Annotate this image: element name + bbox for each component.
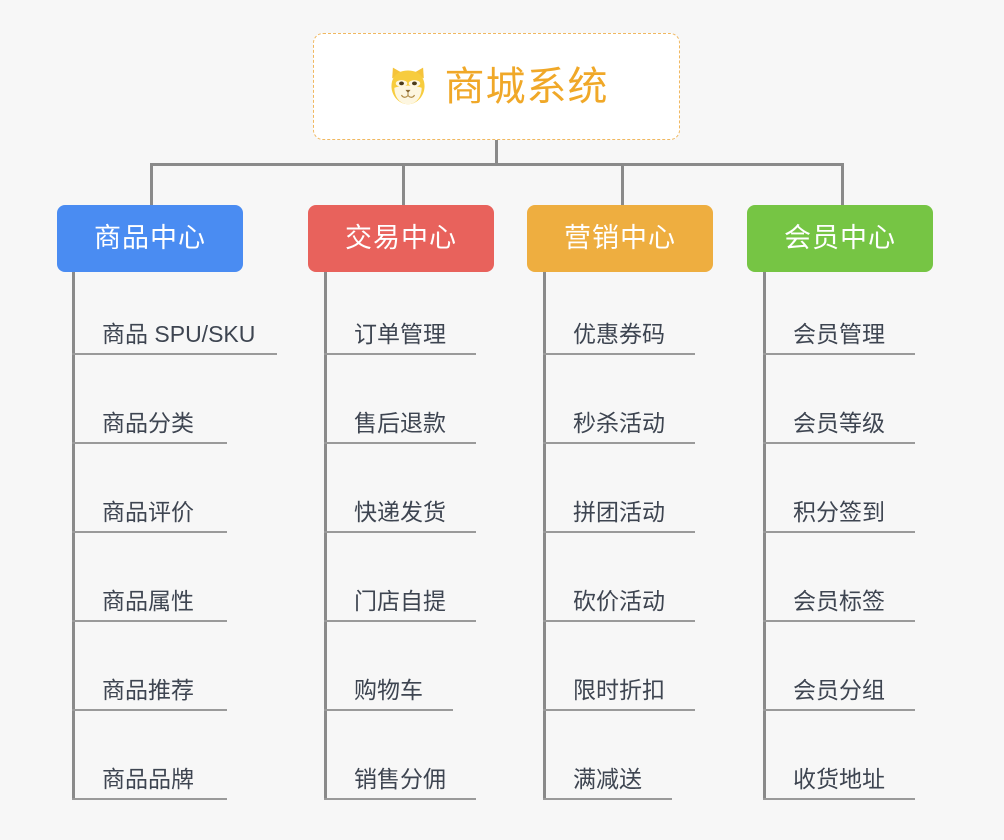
leaf-item[interactable]: 优惠券码 xyxy=(543,311,695,355)
leaf-item[interactable]: 收货地址 xyxy=(763,756,915,800)
leaf-item[interactable]: 商品评价 xyxy=(72,489,227,533)
leaf-item-label: 快递发货 xyxy=(354,499,446,525)
leaf-item[interactable]: 商品品牌 xyxy=(72,756,227,800)
leaf-item-label: 会员分组 xyxy=(793,677,885,703)
leaf-item[interactable]: 快递发货 xyxy=(324,489,476,533)
leaf-item-label: 砍价活动 xyxy=(573,588,665,614)
leaf-item[interactable]: 满减送 xyxy=(543,756,672,800)
spine-line-member-center xyxy=(763,272,766,800)
leaf-item-label: 会员标签 xyxy=(793,588,885,614)
category-label: 商品中心 xyxy=(94,223,206,253)
leaf-item-label: 优惠券码 xyxy=(573,321,665,347)
leaf-item-label: 购物车 xyxy=(354,677,423,703)
leaf-item-label: 门店自提 xyxy=(354,588,446,614)
leaf-item-label: 商品评价 xyxy=(102,499,194,525)
leaf-item-label: 商品分类 xyxy=(102,410,194,436)
leaf-item-label: 满减送 xyxy=(573,766,642,792)
leaf-item[interactable]: 销售分佣 xyxy=(324,756,476,800)
leaf-item[interactable]: 商品 SPU/SKU xyxy=(72,311,277,355)
root-title: 商城系统 xyxy=(444,64,609,109)
leaf-item-label: 商品推荐 xyxy=(102,677,194,703)
leaf-item[interactable]: 订单管理 xyxy=(324,311,476,355)
leaf-item[interactable]: 商品推荐 xyxy=(72,667,227,711)
leaf-item[interactable]: 购物车 xyxy=(324,667,453,711)
root-stem-line xyxy=(495,140,498,166)
root-node[interactable]: 商城系统 xyxy=(313,33,680,140)
leaf-item-label: 销售分佣 xyxy=(354,766,446,792)
shiba-dog-icon xyxy=(390,67,425,104)
spine-line-product-center xyxy=(72,272,75,800)
category-label: 交易中心 xyxy=(345,223,457,253)
leaf-item-label: 商品品牌 xyxy=(102,766,194,792)
spine-line-marketing-center xyxy=(543,272,546,800)
category-box-member-center[interactable]: 会员中心 xyxy=(747,205,933,272)
distribution-bus-line xyxy=(150,163,844,166)
leaf-item[interactable]: 限时折扣 xyxy=(543,667,695,711)
category-box-trade-center[interactable]: 交易中心 xyxy=(308,205,494,272)
drop-line-trade-center xyxy=(402,163,405,205)
drop-line-member-center xyxy=(841,163,844,205)
leaf-item[interactable]: 砍价活动 xyxy=(543,578,695,622)
leaf-item-label: 售后退款 xyxy=(354,410,446,436)
leaf-item-label: 秒杀活动 xyxy=(573,410,665,436)
leaf-item[interactable]: 会员管理 xyxy=(763,311,915,355)
leaf-item-label: 订单管理 xyxy=(354,321,446,347)
leaf-item-label: 商品属性 xyxy=(102,588,194,614)
leaf-item[interactable]: 拼团活动 xyxy=(543,489,695,533)
leaf-item[interactable]: 会员等级 xyxy=(763,400,915,444)
category-box-marketing-center[interactable]: 营销中心 xyxy=(527,205,713,272)
drop-line-marketing-center xyxy=(621,163,624,205)
leaf-item-label: 拼团活动 xyxy=(573,499,665,525)
leaf-item-label: 商品 SPU/SKU xyxy=(102,321,256,347)
category-label: 会员中心 xyxy=(784,223,896,253)
leaf-item[interactable]: 商品属性 xyxy=(72,578,227,622)
leaf-item[interactable]: 门店自提 xyxy=(324,578,476,622)
leaf-item[interactable]: 会员标签 xyxy=(763,578,915,622)
leaf-item-label: 积分签到 xyxy=(793,499,885,525)
spine-line-trade-center xyxy=(324,272,327,800)
leaf-item[interactable]: 积分签到 xyxy=(763,489,915,533)
leaf-item[interactable]: 商品分类 xyxy=(72,400,227,444)
leaf-item-label: 会员管理 xyxy=(793,321,885,347)
leaf-item-label: 会员等级 xyxy=(793,410,885,436)
category-box-product-center[interactable]: 商品中心 xyxy=(57,205,243,272)
leaf-item[interactable]: 会员分组 xyxy=(763,667,915,711)
leaf-item[interactable]: 秒杀活动 xyxy=(543,400,695,444)
category-label: 营销中心 xyxy=(564,223,676,253)
drop-line-product-center xyxy=(150,163,153,205)
leaf-item[interactable]: 售后退款 xyxy=(324,400,476,444)
leaf-item-label: 限时折扣 xyxy=(573,677,665,703)
leaf-item-label: 收货地址 xyxy=(793,766,885,792)
